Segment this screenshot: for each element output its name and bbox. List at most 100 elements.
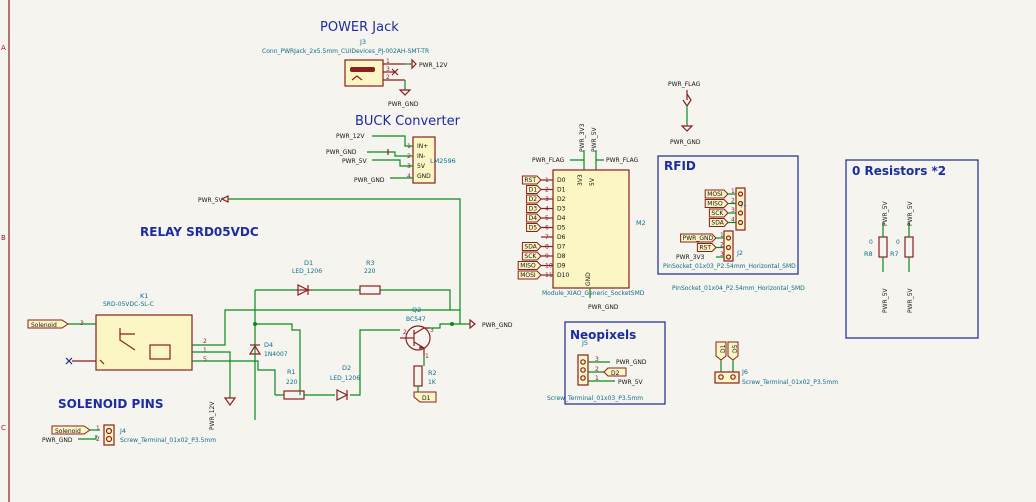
j2-pin-3: 3	[720, 251, 724, 258]
xiao-flag-left: PWR_FLAG	[532, 157, 565, 164]
j6-label-d1[interactable]: D1	[715, 341, 727, 361]
xiao-pin-3v3: 3V3	[577, 174, 584, 186]
xiao-pin-5v: 5V	[589, 177, 596, 186]
j2-socket-2	[725, 244, 732, 251]
j3-net-gnd: PWR_GND	[388, 101, 419, 108]
diode-d4[interactable]	[248, 344, 262, 355]
neopixels-box	[564, 321, 666, 405]
xiao-label-text-rst: RST	[524, 177, 536, 184]
label-d1-net[interactable]: D1	[413, 391, 437, 403]
xiao-label-text-d1: D1	[529, 187, 538, 194]
r2-ref: R2	[428, 369, 437, 377]
j2-socket-1	[725, 235, 732, 241]
j2-ref: J2	[736, 249, 743, 257]
xiao-label-d1[interactable]	[526, 185, 542, 194]
title-buck: BUCK Converter	[355, 114, 461, 129]
xiao-pin-d7: D7	[557, 244, 566, 251]
xiao-label-text-d4: D4	[529, 215, 538, 222]
k1-ref: K1	[140, 292, 148, 300]
rfid-label-sda[interactable]	[708, 218, 729, 227]
led-d1[interactable]	[296, 284, 312, 296]
j5-fp: Screw_Terminal_01x03_P3.5mm	[547, 395, 643, 402]
led-d2[interactable]	[336, 389, 349, 401]
connector-j6[interactable]	[714, 371, 740, 384]
resistor-r3[interactable]	[359, 285, 381, 295]
j4-pin-2: 2	[96, 436, 100, 443]
xiao-label-rst[interactable]	[521, 175, 542, 185]
q2-pin-3: 3	[430, 327, 434, 334]
border-row-c: C	[1, 424, 6, 432]
buck-pin-in-plus: IN+	[417, 143, 428, 150]
xiao-pin-gnd: GND	[585, 272, 592, 286]
xiao-label-sck[interactable]	[521, 251, 542, 261]
buck-converter[interactable]: IN+ IN- 5V GND 1 2 3 4 LM2596	[407, 136, 456, 184]
resistor-r8[interactable]	[878, 222, 888, 272]
xiao-pin-d6: D6	[557, 234, 566, 241]
xiao-label-d3[interactable]	[526, 204, 542, 213]
xiao-label-miso[interactable]	[517, 261, 542, 270]
q2-value: BC547	[406, 316, 426, 323]
j1-pin-3: 3	[731, 207, 735, 214]
resistor-r2[interactable]	[413, 365, 423, 387]
r1-ref: R1	[287, 368, 296, 376]
r7-net-bottom: PWR_5V	[907, 287, 914, 313]
buck-ref: LM2596	[430, 157, 456, 165]
j5-label-d2[interactable]: D2	[603, 367, 627, 377]
xiao-flag-right: PWR_FLAG	[606, 157, 639, 164]
xiao-value: Module_XIAO_Generic_SocketSMD	[542, 290, 645, 297]
j6-label-d5[interactable]: D5	[727, 341, 739, 361]
d2-ref: D2	[342, 364, 351, 372]
rfid-j2-label-0[interactable]	[680, 233, 717, 243]
r2-value: 1K	[428, 379, 437, 386]
xiao-pin-d9: D9	[557, 263, 566, 270]
j4-label-solenoid[interactable]: Solenoid	[51, 425, 91, 435]
resistor-r7[interactable]	[904, 222, 914, 272]
connector-j5[interactable]	[577, 354, 589, 386]
j4-pin-1: 1	[96, 425, 100, 432]
j5-pin-1: 1	[595, 375, 599, 382]
j6-label-d5-text: D5	[732, 344, 739, 353]
rfid-label-miso[interactable]	[704, 199, 729, 208]
border-row-a: A	[1, 44, 6, 52]
xiao-pin-d0: D0	[557, 177, 566, 184]
relay-k1[interactable]: 3 2 1 5	[80, 314, 207, 371]
xiao-label-mosi[interactable]	[517, 270, 542, 280]
rfid-fp3: PinSocket_01x03_P2.54mm_Horizontal_SMD	[663, 263, 796, 270]
k1-pin-5: 5	[203, 356, 207, 363]
power-jack-j3[interactable]: 1 3 2	[344, 58, 405, 87]
buck-num-4: 4	[407, 173, 411, 180]
rfid-label-sck[interactable]	[708, 208, 729, 218]
r8-value: 0	[869, 239, 873, 246]
xiao-label-sda[interactable]	[521, 242, 542, 251]
title-rfid: RFID	[664, 159, 696, 173]
label-d1-net-text: D1	[422, 395, 431, 402]
j5-net-5v: PWR_5V	[618, 379, 644, 386]
resistor-r1[interactable]	[283, 390, 305, 400]
xiao-label-d5[interactable]	[526, 223, 542, 232]
rfid-j2-label-1[interactable]	[696, 243, 717, 252]
xiao-module-m2[interactable]: 3V3 5V GND D01D12D23D34D45D56D67D78D89D9…	[541, 169, 630, 289]
solenoid-label[interactable]: Solenoid	[27, 319, 69, 329]
j4-ref: J4	[119, 427, 126, 435]
rfid-label-mosi[interactable]	[704, 189, 729, 199]
xiao-pin-d5: D5	[557, 225, 566, 232]
buck-pin-5v: 5V	[417, 163, 426, 170]
r7-ref: R7	[890, 250, 899, 258]
d4-ref: D4	[264, 341, 273, 349]
connector-j4[interactable]: 1 2	[96, 424, 115, 446]
xiao-label-d2[interactable]	[526, 194, 542, 204]
xiao-pin-d3: D3	[557, 206, 566, 213]
xiao-label-text-mosi: MOSI	[520, 272, 536, 279]
transistor-q2[interactable]: 2 1 3	[400, 325, 434, 360]
xiao-label-d4[interactable]	[526, 213, 542, 223]
xiao-pin-d8: D8	[557, 253, 566, 260]
r7-value: 0	[896, 239, 900, 246]
xiao-label-text-sck: SCK	[524, 253, 537, 260]
d4-value: 1N4007	[264, 351, 288, 358]
relay-net-5v: PWR_5V	[198, 197, 224, 204]
